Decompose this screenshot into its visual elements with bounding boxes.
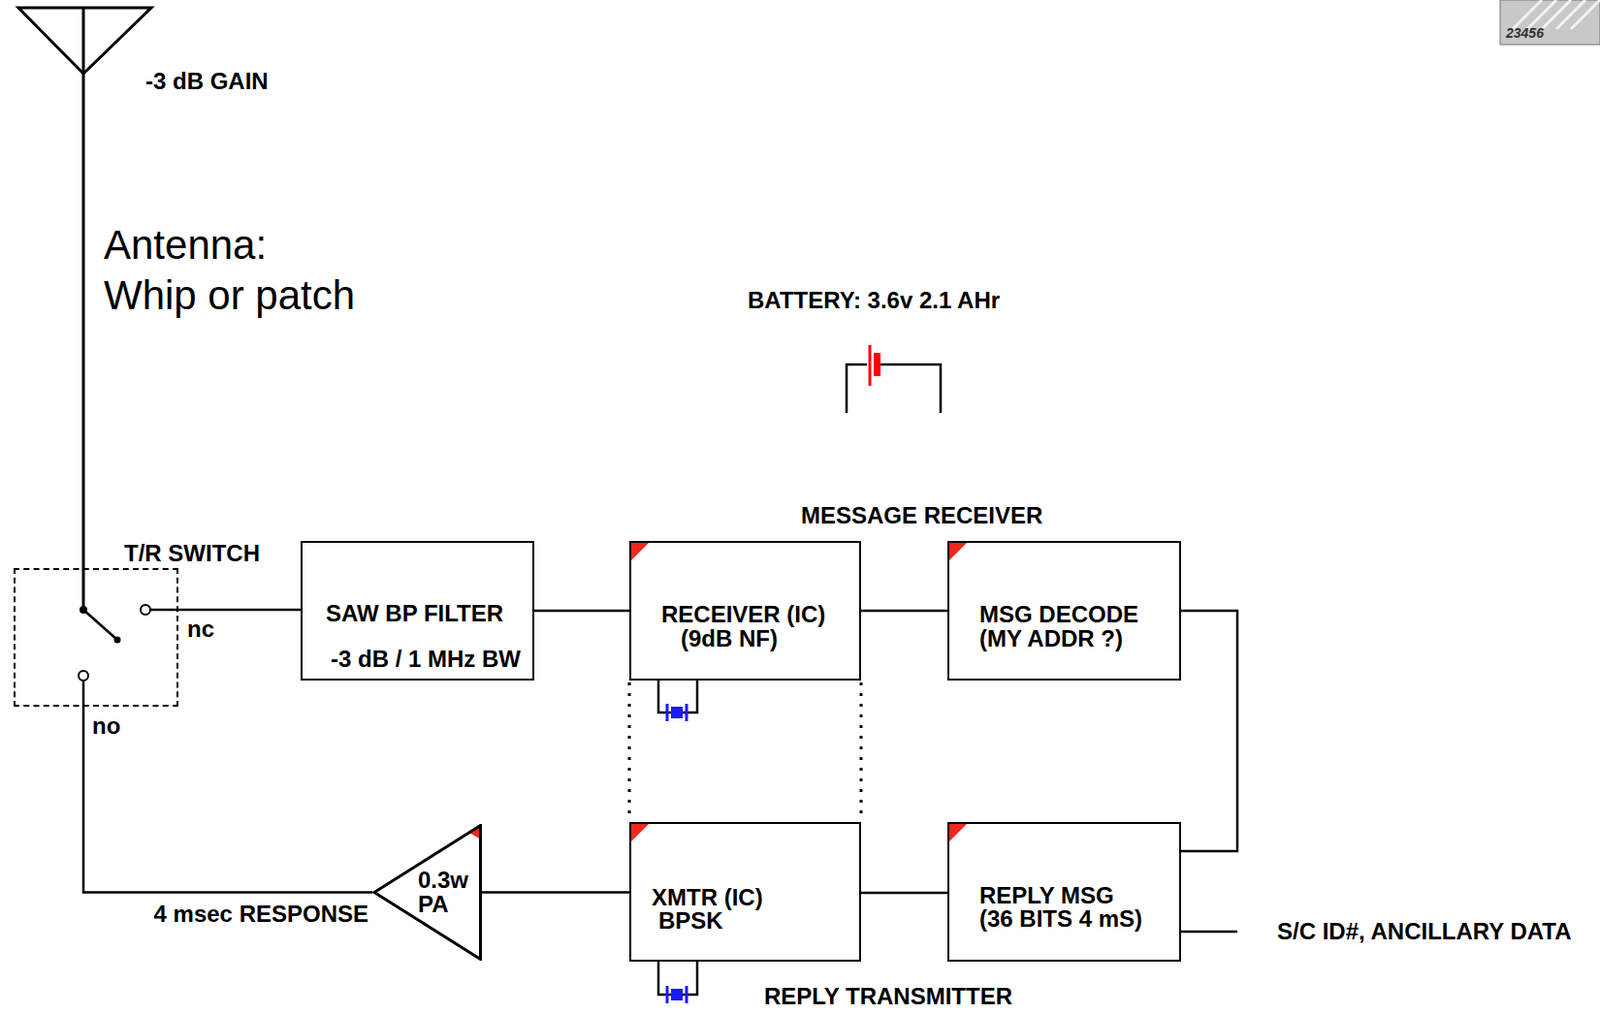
box-text: REPLY MSG [979,882,1115,910]
switch-wire [150,608,179,612]
box-text: RECEIVER (IC) [661,601,826,629]
box-text: MSG DECODE [979,601,1139,629]
annotation-label: Whip or patch [103,272,355,320]
process-box: SAW BP FILTER -3 dB / 1 MHz BW [300,541,535,681]
antenna-feed [82,7,86,610]
annotation-label: no [92,712,121,740]
box-text: BPSK [658,907,724,935]
process-box: MSG DECODE(MY ADDR ?) [947,541,1182,681]
wire-connector [861,892,948,896]
box-text: PA [417,891,449,919]
amplifier-triangle: 0.3wPA [372,824,482,961]
wire-connector [178,608,301,612]
crystal-symbol [666,986,670,1004]
wire-connector [1181,610,1238,852]
battery-wire [846,364,867,414]
dotted-bracket [860,682,864,822]
battery-plate [873,352,881,377]
process-box: REPLY MSG(36 BITS 4 mS) [947,822,1182,962]
switch-box: T/R SWITCH [13,568,179,707]
dotted-bracket [628,682,632,822]
box-text: -3 dB / 1 MHz BW [330,645,521,673]
corner-flag [630,542,650,562]
annotation-label: REPLY TRANSMITTER [764,983,1013,1011]
annotation-label: nc [187,615,215,643]
switch-contact [78,671,89,681]
crystal-symbol [671,706,683,719]
crystal-symbol [666,704,670,722]
annotation-label: -3 dB GAIN [145,67,269,96]
box-text: (9dB NF) [680,625,778,653]
logo-stripe [1527,0,1557,30]
logo-stripe [1541,0,1571,30]
annotation-label: MESSAGE RECEIVER [800,502,1043,530]
battery-wire [880,364,941,414]
corner-flag [630,823,650,843]
switch-contact [140,605,151,615]
annotation-label: Antenna: [103,222,267,269]
logo-text: 23456 [1505,25,1544,41]
logo-plate [1500,0,1600,45]
amplifier-outline [374,826,481,960]
crystal-symbol [685,704,689,722]
box-text: (36 BITS 4 mS) [979,905,1143,933]
logo-stripe [1556,0,1586,30]
wire-connector [534,609,630,613]
corner-flag [948,542,968,562]
edge-label: 4 msec RESPONSE [152,900,371,928]
wire-connector [861,609,948,613]
wire-connector [481,891,630,895]
output-wire [1181,930,1238,934]
box-text: XMTR (IC) [651,884,764,912]
switch-blade-tip [114,637,122,644]
switch-blade [83,609,118,640]
battery-plate [868,345,872,386]
process-box: XMTR (IC)BPSK [629,822,862,962]
annotation-label: BATTERY: 3.6v 2.1 AHr [747,287,1000,315]
box-text: T/R SWITCH [124,540,260,568]
annotation-label: S/C ID#, ANCILLARY DATA [1277,918,1572,946]
logo-stripe [1512,0,1542,30]
wire-connector [83,706,373,894]
crystal-symbol [685,986,689,1004]
box-text: (MY ADDR ?) [979,625,1123,653]
process-box: RECEIVER (IC)(9dB NF) [629,541,862,681]
corner-flag [948,823,968,843]
logo-stripe [1570,0,1600,30]
box-text: SAW BP FILTER [325,600,504,628]
box-text: 0.3w [417,866,469,895]
switch-wire [82,680,86,707]
crystal-symbol [671,989,683,1001]
